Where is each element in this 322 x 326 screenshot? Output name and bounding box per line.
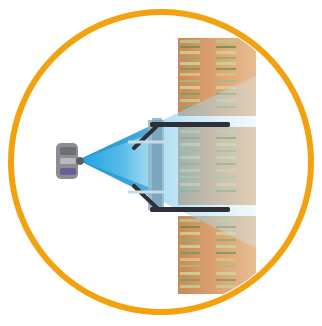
ring-border [8, 9, 314, 315]
rack-frame [128, 118, 230, 212]
scanner-device-icon [56, 143, 84, 179]
scan-beam-icon [78, 76, 256, 248]
